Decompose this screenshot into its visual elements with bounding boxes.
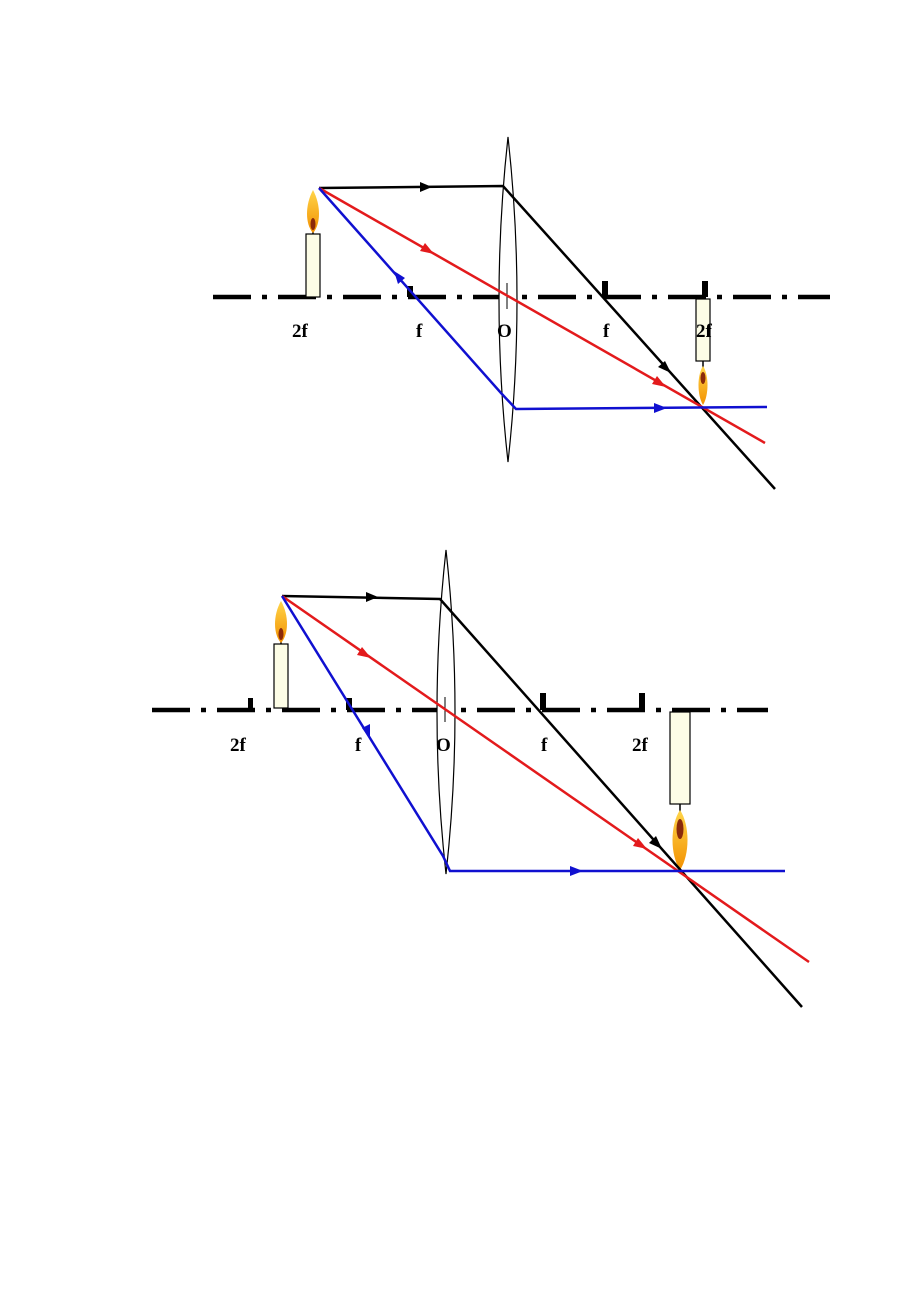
ray-parallel: [318, 184, 776, 490]
tick-2f-right: [702, 281, 708, 297]
flame-core: [278, 628, 284, 640]
image-candle-body: [669, 711, 691, 805]
candle-body: [273, 643, 289, 709]
ray-center-arrow-2: [633, 838, 647, 849]
ray-parallel-arrow-2: [649, 836, 662, 849]
tick-2f-right: [639, 693, 645, 710]
label-f-right: f: [541, 735, 548, 756]
ray-focal-arrow-2: [570, 866, 583, 876]
label-f-left: f: [355, 735, 362, 756]
label-2f-right: 2f: [696, 321, 713, 342]
label-f-left: f: [416, 321, 423, 342]
ray-focal: [280, 595, 785, 873]
ray-focal-arrow-1: [394, 271, 405, 284]
label-2f-left: 2f: [230, 735, 247, 756]
ray-parallel-arrow-1: [366, 592, 378, 602]
convex-lens: [498, 136, 518, 463]
label-center-o: O: [497, 321, 512, 342]
ray-center: [318, 186, 766, 445]
image-flame-core: [676, 819, 684, 839]
label-center-o: O: [436, 735, 451, 756]
ray-center-arrow-2: [652, 376, 666, 387]
diagram-bottom: 2f f O f 2f: [152, 549, 810, 1008]
ray-focal-arrow-2: [654, 403, 667, 413]
ray-parallel-arrow-2: [658, 361, 671, 373]
object-candle: [273, 601, 289, 709]
candle-flame: [307, 190, 319, 233]
label-2f-right: 2f: [632, 735, 649, 756]
image-flame-core: [700, 372, 706, 384]
image-candle-flame: [698, 366, 708, 405]
candle-body: [305, 233, 321, 298]
diagram-top: 2f f O f 2f: [213, 136, 830, 490]
ray-focal: [318, 187, 768, 411]
ray-parallel-arrow-1: [420, 182, 432, 192]
label-f-right: f: [603, 321, 610, 342]
image-candle-flame: [672, 810, 688, 870]
tick-f-right: [540, 693, 546, 710]
ray-center-arrow-1: [357, 647, 371, 658]
convex-lens: [436, 549, 456, 875]
candle-flame: [275, 601, 287, 643]
label-2f-left: 2f: [292, 321, 309, 342]
tick-f-right: [602, 281, 608, 297]
image-candle: [669, 711, 691, 870]
ray-parallel: [281, 594, 803, 1008]
ray-focal-arrow-1: [362, 724, 370, 739]
image-candle: [695, 298, 711, 405]
flame-core: [310, 218, 316, 230]
object-candle: [305, 190, 321, 298]
ray-center-arrow-1: [420, 243, 434, 254]
tick-2f-left: [248, 698, 253, 710]
